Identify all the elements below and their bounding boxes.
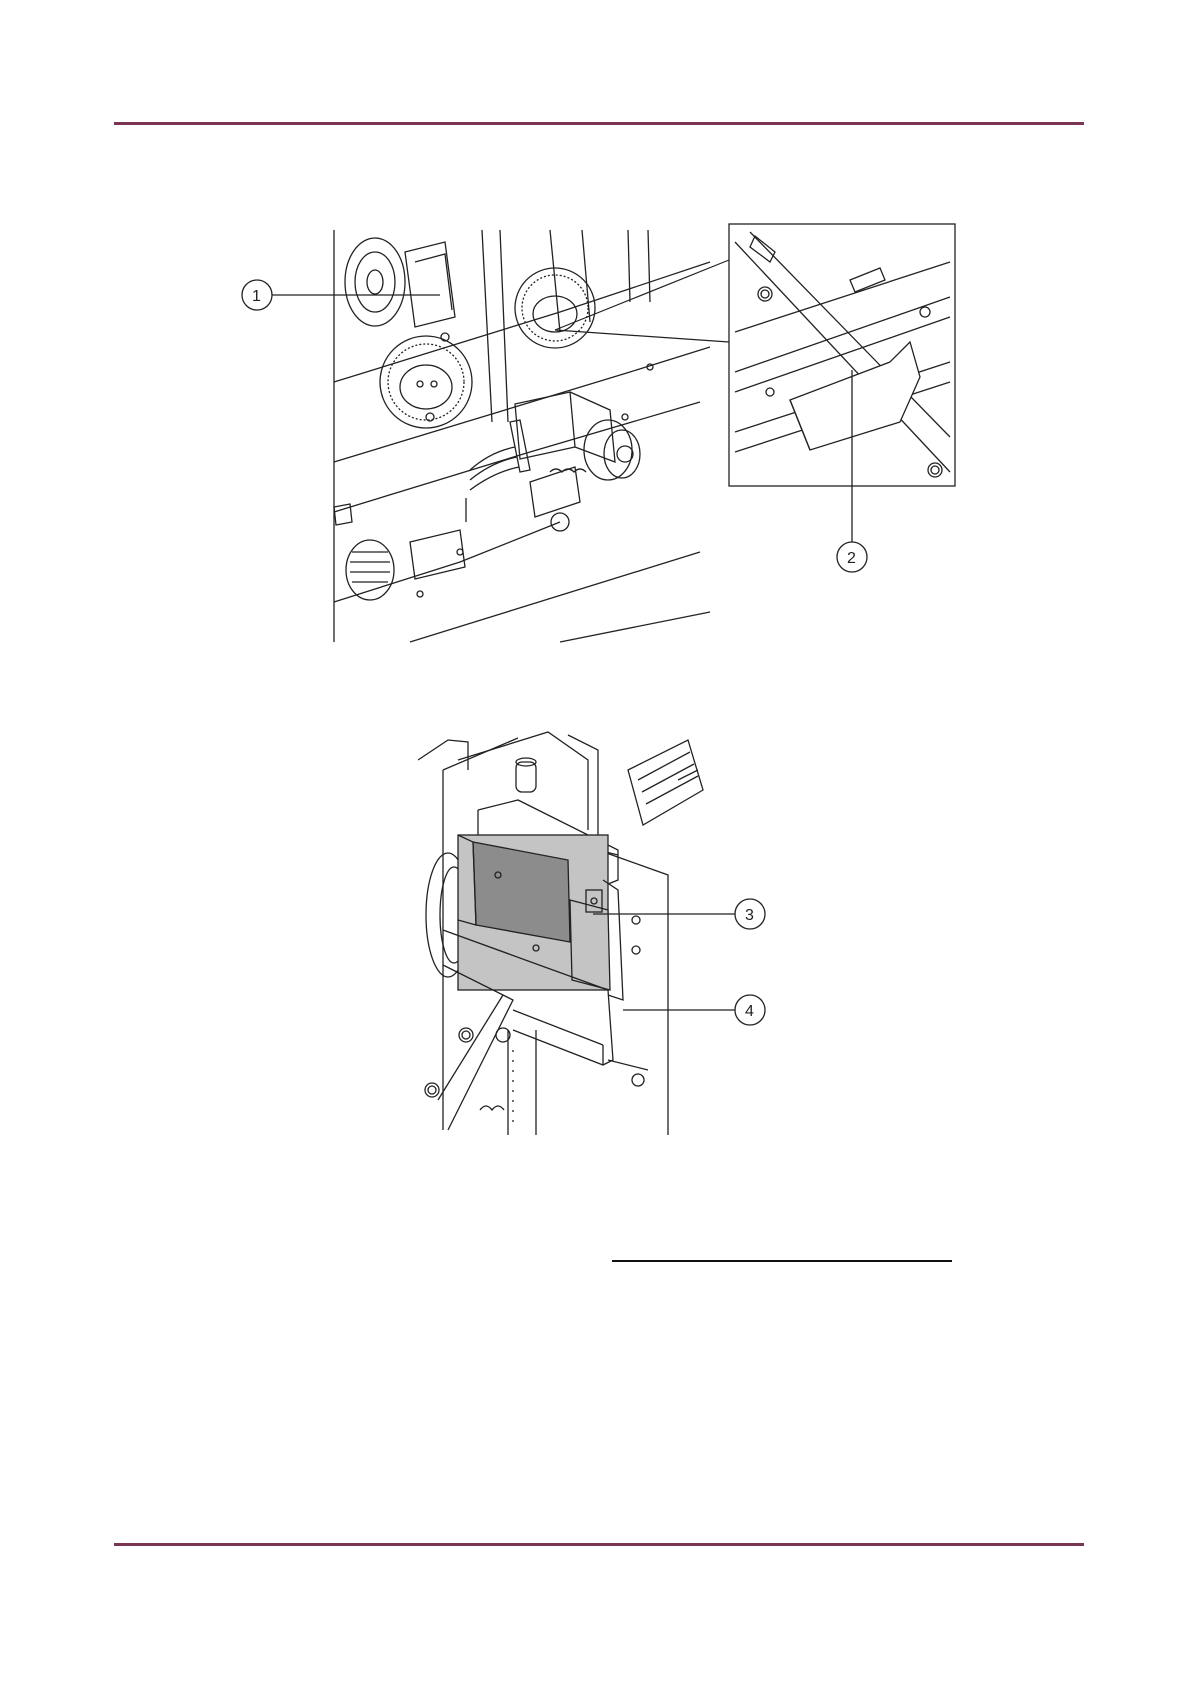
callout-4 xyxy=(623,995,765,1025)
callout-1 xyxy=(242,280,440,310)
drive-drawing xyxy=(334,230,710,642)
callout-4-number: 4 xyxy=(745,1003,754,1020)
callout-1-number: 1 xyxy=(252,288,261,305)
figure-2-cover-assembly: 3 4 xyxy=(418,730,788,1135)
callout-3-number: 3 xyxy=(745,907,754,924)
figure-1-drive-assembly: 1 2 xyxy=(230,222,960,648)
detail-inset xyxy=(729,224,955,486)
header-rule xyxy=(114,122,1084,125)
separator-line xyxy=(612,1260,952,1262)
cover-drawing xyxy=(418,732,703,1135)
footer-rule xyxy=(114,1543,1084,1546)
callout-2-number: 2 xyxy=(847,550,856,567)
